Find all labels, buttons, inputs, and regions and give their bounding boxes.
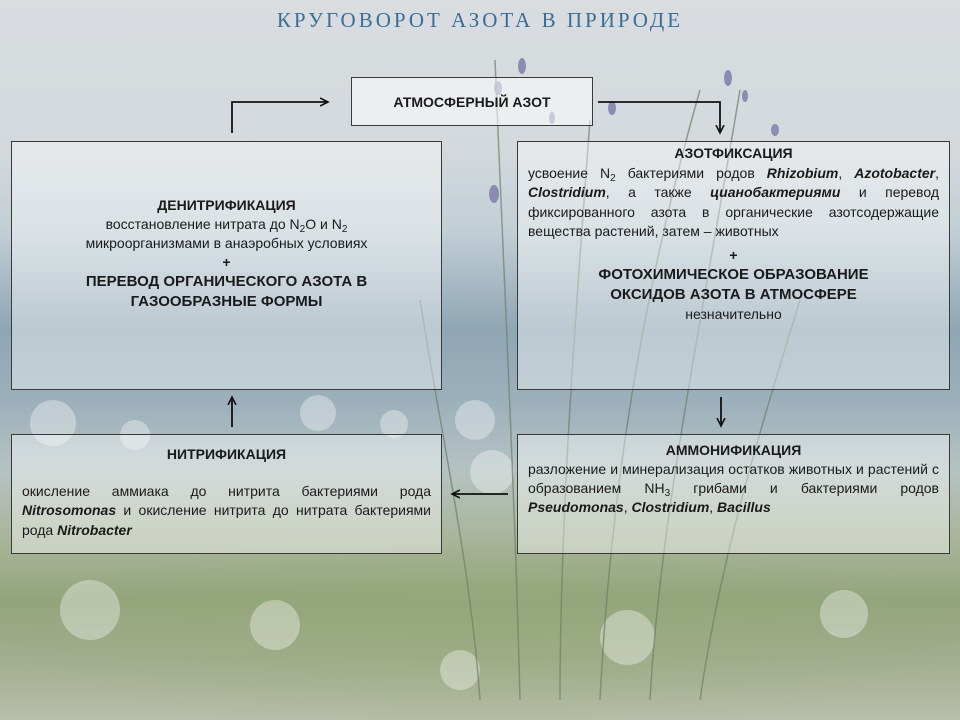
nitrogen-fixation-heading: АЗОТФИКСАЦИЯ: [674, 145, 793, 161]
nitrogen-fixation-text: усвоение N2 бактериями родов Rhizobium, …: [528, 164, 940, 240]
ammonification-heading: АММОНИФИКАЦИЯ: [665, 442, 802, 458]
atmospheric-nitrogen-label: АТМОСФЕРНЫЙ АЗОТ: [393, 93, 551, 110]
denitrification-line2: микроорганизмами в анаэробных условиях: [85, 235, 368, 251]
denitrification-heading: ДЕНИТРИФИКАЦИЯ: [157, 197, 296, 213]
nitrification-box: НИТРИФИКАЦИЯ окисление аммиака до нитрит…: [11, 434, 442, 554]
nitrogen-fixation-note: незначительно: [685, 306, 782, 322]
nitrogen-fixation-box: АЗОТФИКСАЦИЯ усвоение N2 бактериями родо…: [517, 141, 950, 390]
denitrification-plus: +: [222, 254, 231, 270]
ammonification-box: АММОНИФИКАЦИЯ разложение и минерализация…: [517, 434, 950, 554]
page-title: КРУГОВОРОТ АЗОТА В ПРИРОДЕ: [276, 8, 684, 32]
nitrogen-fixation-heading2-line2: ОКСИДОВ АЗОТА В АТМОСФЕРЕ: [610, 286, 857, 303]
denitrification-heading2-line1: ПЕРЕВОД ОРГАНИЧЕСКОГО АЗОТА В: [85, 273, 368, 290]
nitrogen-fixation-heading2-line1: ФОТОХИМИЧЕСКОЕ ОБРАЗОВАНИЕ: [598, 266, 869, 283]
atmospheric-nitrogen-box: АТМОСФЕРНЫЙ АЗОТ: [351, 77, 593, 126]
nitrification-heading: НИТРИФИКАЦИЯ: [166, 446, 287, 462]
nitrification-text: окисление аммиака до нитрита бактериями …: [22, 482, 431, 538]
arrow-denitrification-to-atmosphere: [231, 102, 328, 133]
nitrogen-fixation-plus: +: [729, 246, 738, 263]
denitrification-box: ДЕНИТРИФИКАЦИЯ восстановление нитрата до…: [11, 141, 442, 390]
denitrification-heading2-line2: ГАЗООБРАЗНЫЕ ФОРМЫ: [130, 293, 323, 310]
ammonification-text: разложение и минерализация остатков живо…: [528, 461, 939, 515]
arrow-atmosphere-to-fixation: [598, 101, 720, 133]
denitrification-line1: восстановление нитрата до N2O и N2: [105, 216, 348, 235]
